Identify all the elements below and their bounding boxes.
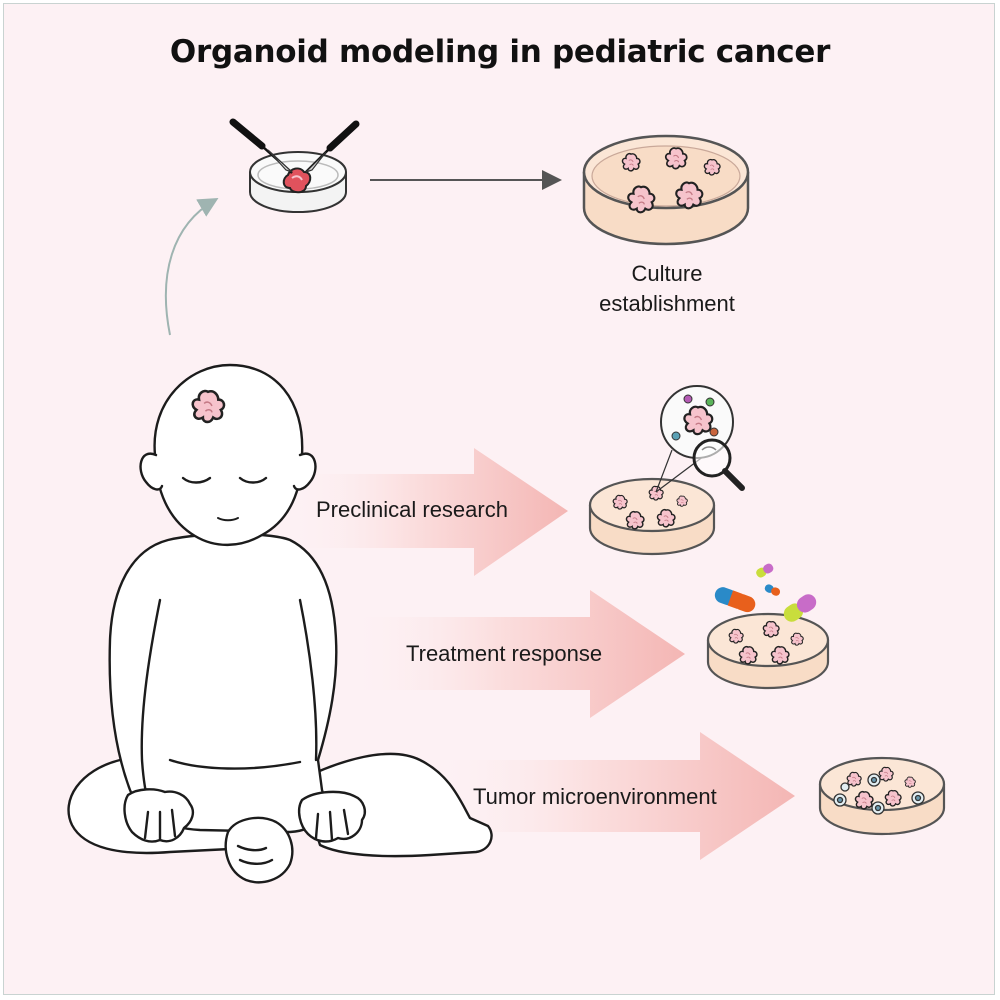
label-tumor-microenvironment: Tumor microenvironment [473, 784, 717, 809]
curved-arrow [164, 197, 219, 336]
culture-label-line2: establishment [599, 291, 735, 316]
pill-capsule-icon [714, 563, 817, 622]
arrow-microenvironment [430, 732, 795, 860]
magnifier-icon [692, 438, 745, 491]
preclinical-dish [588, 443, 721, 556]
treatment-dish [706, 612, 830, 690]
scalpel-icon [229, 118, 360, 174]
arrow-preclinical [285, 448, 568, 576]
culture-dish [582, 134, 750, 246]
label-preclinical-research: Preclinical research [316, 497, 508, 522]
culture-label-line1: Culture [632, 261, 703, 286]
figure-title: Organoid modeling in pediatric cancer [169, 34, 831, 70]
immune-cell-icon [833, 773, 925, 815]
baby-illustration [67, 363, 493, 884]
arrow-treatment [345, 590, 685, 718]
dissection-dish [249, 151, 347, 213]
label-treatment-response: Treatment response [406, 641, 603, 666]
